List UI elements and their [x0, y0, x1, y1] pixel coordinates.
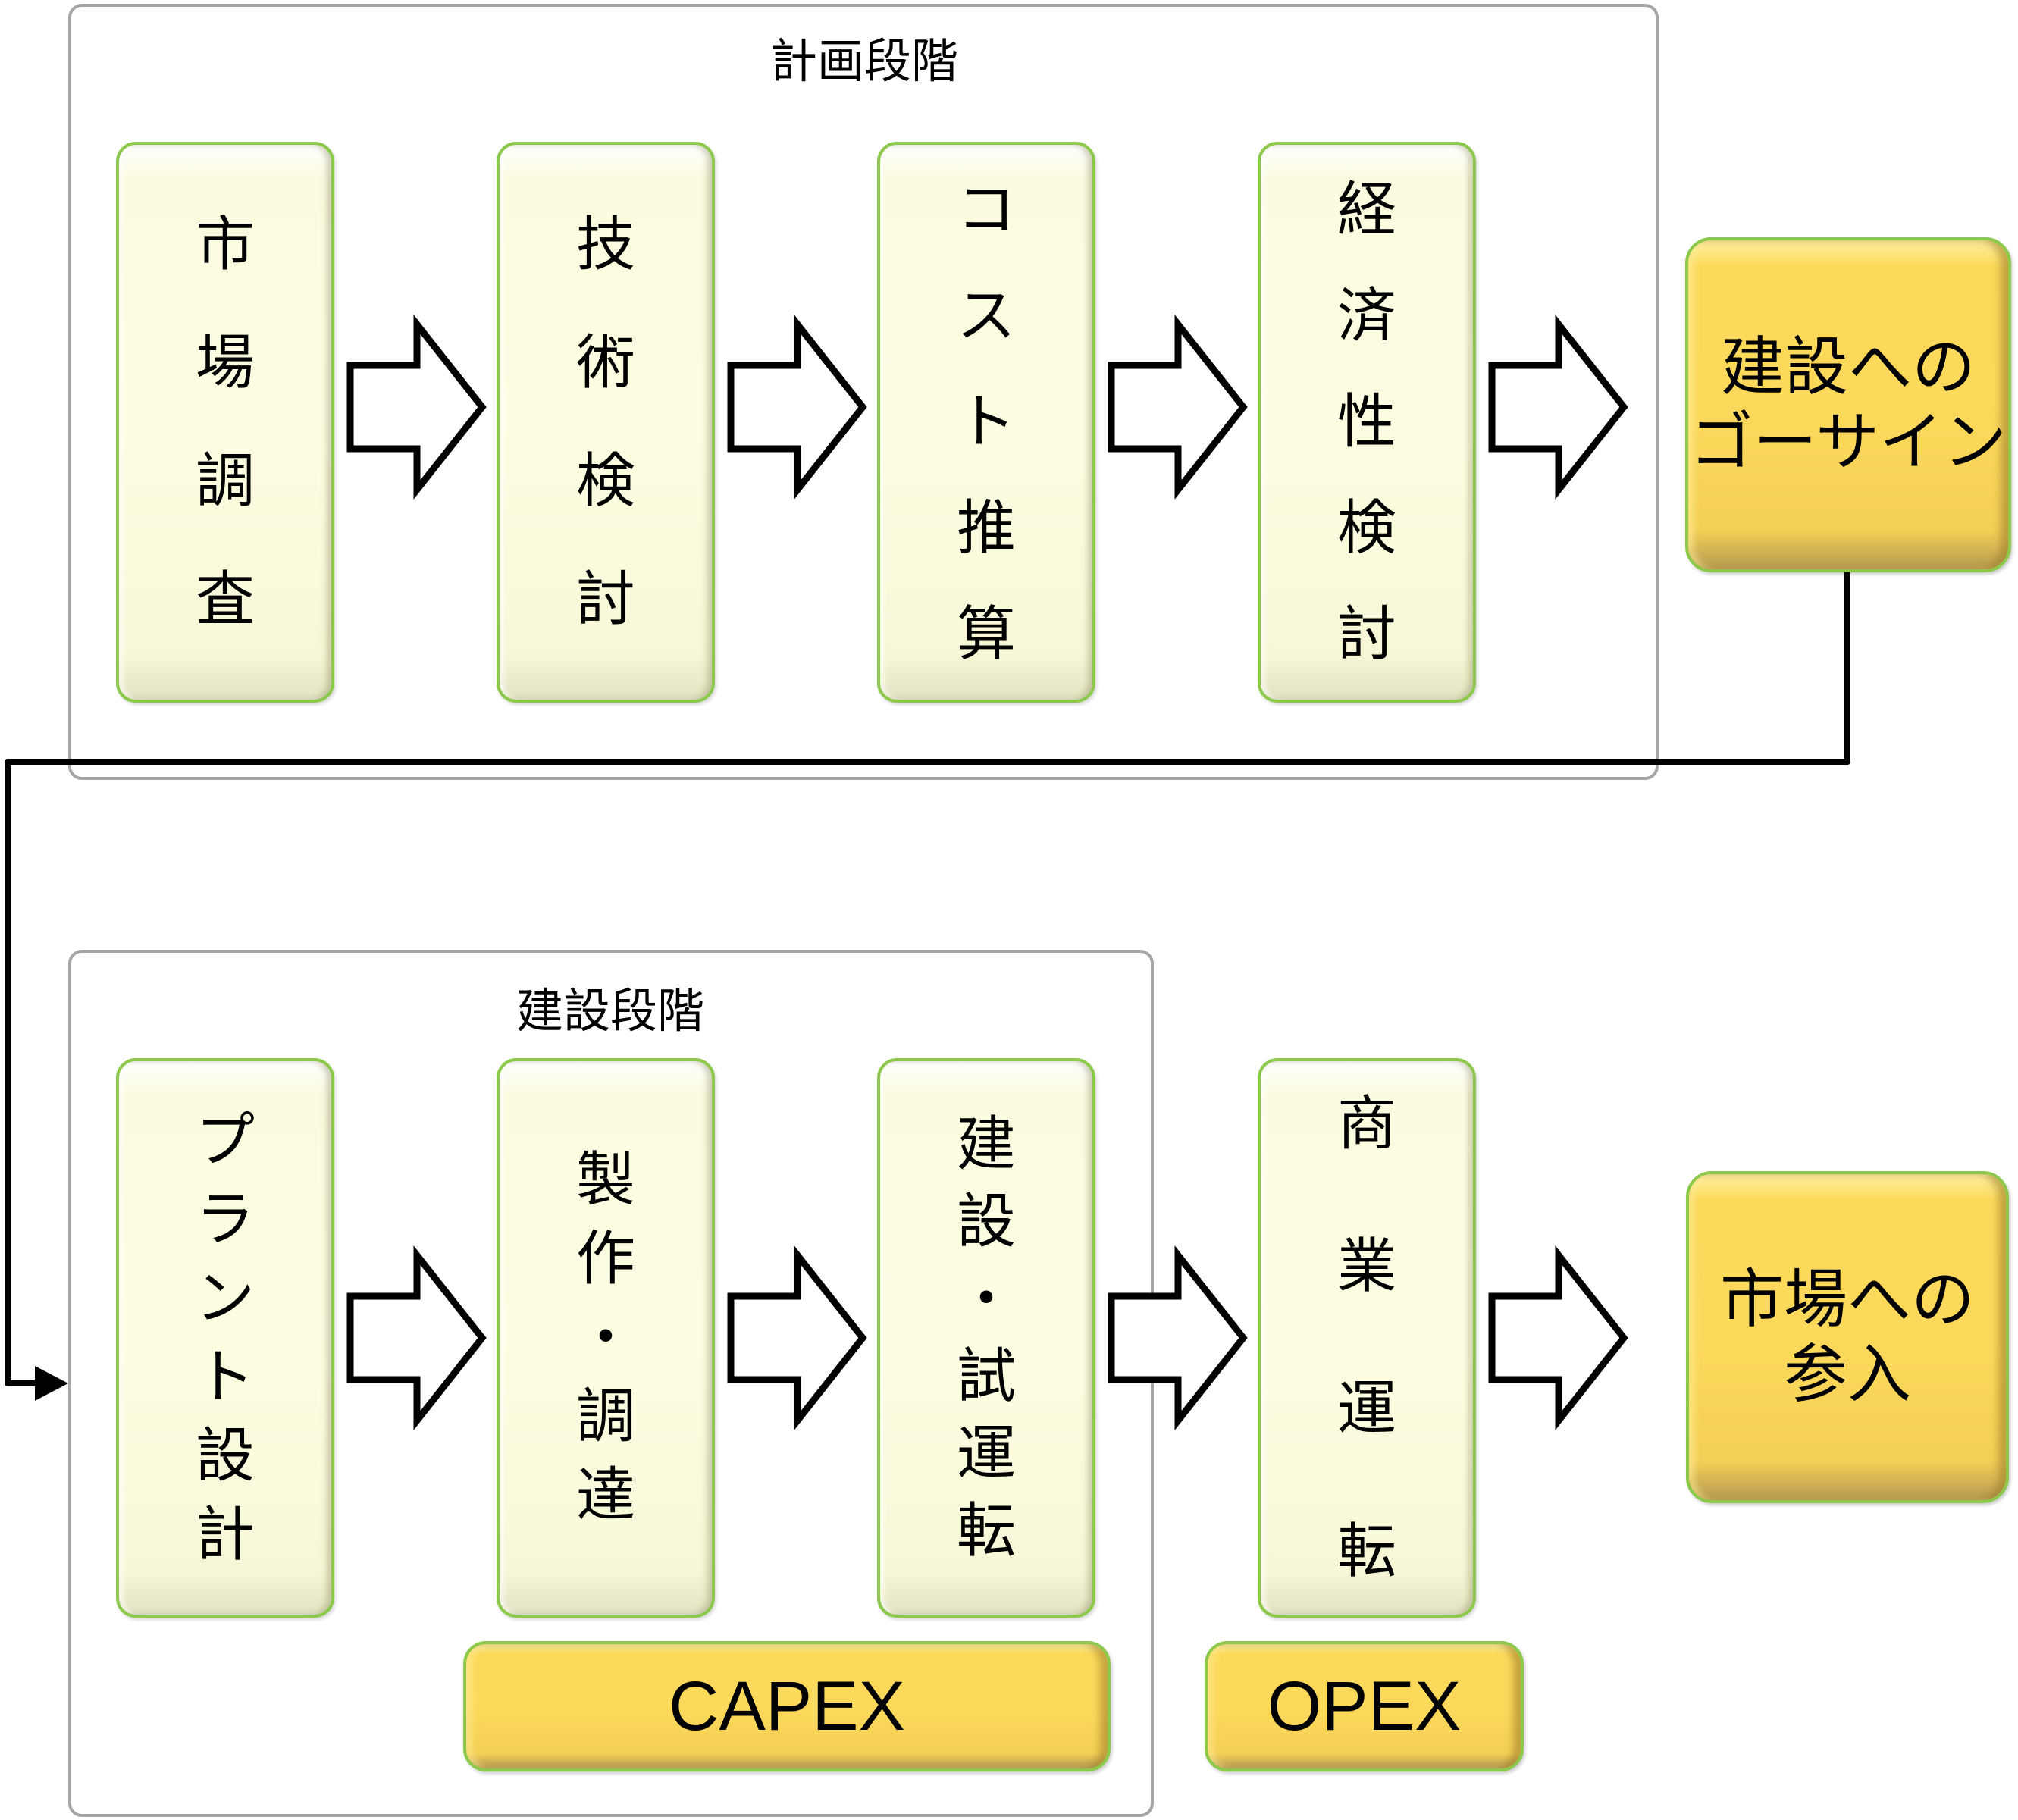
- step-text: 建設・試運転: [957, 1115, 1016, 1561]
- planning-stage-label: 計画段階: [769, 33, 959, 89]
- step-char: 討: [575, 565, 635, 634]
- step-char: ラ: [195, 1186, 255, 1254]
- construction-stage-label: 建設段階: [515, 983, 705, 1038]
- step-char: 計: [195, 1501, 255, 1569]
- label-line: 建設への: [1720, 329, 1976, 404]
- step-char: 作: [575, 1225, 635, 1293]
- step-text: 経済性検討: [1337, 180, 1396, 664]
- step-char: 調: [575, 1383, 635, 1451]
- block-arrow-right-icon: [1108, 1245, 1248, 1430]
- step-technical-review[interactable]: 技術検討: [497, 142, 715, 703]
- step-char: 調: [195, 447, 255, 515]
- step-plant-design[interactable]: プラント設計: [116, 1058, 334, 1618]
- step-text: コスト推算: [957, 180, 1016, 664]
- step-char: 算: [956, 600, 1016, 669]
- block-arrow-right-icon: [1108, 315, 1248, 500]
- step-char: 技: [575, 211, 635, 279]
- block-arrow-right-icon: [1488, 315, 1628, 500]
- capex-tag[interactable]: CAPEX: [463, 1641, 1111, 1771]
- step-char: ト: [195, 1343, 255, 1411]
- step-char: 設: [956, 1188, 1016, 1256]
- market-entry-text: 市場への参入: [1720, 1262, 1975, 1412]
- step-char: ・: [575, 1304, 635, 1372]
- step-char: 査: [195, 565, 255, 634]
- step-fabrication-procurement[interactable]: 製作・調達: [497, 1058, 715, 1618]
- capex-label: CAPEX: [669, 1667, 905, 1745]
- step-text: 商業運転: [1337, 1095, 1396, 1581]
- step-char: 検: [575, 447, 635, 515]
- step-text: プラント設計: [196, 1111, 255, 1565]
- step-char: 場: [195, 329, 255, 397]
- step-construction-commissioning[interactable]: 建設・試運転: [877, 1058, 1095, 1618]
- step-char: ト: [956, 388, 1016, 456]
- block-arrow-right-icon: [346, 315, 487, 500]
- block-arrow-right-icon: [727, 315, 867, 500]
- step-char: 転: [1336, 1518, 1396, 1586]
- step-char: 製: [575, 1146, 635, 1214]
- step-char: ン: [195, 1264, 255, 1333]
- construction-go-sign-box[interactable]: 建設へのゴーサイン: [1685, 237, 2011, 572]
- step-char: 運: [1336, 1375, 1396, 1443]
- step-text: 技術検討: [576, 215, 635, 629]
- step-char: ス: [956, 282, 1016, 350]
- connector-arrowhead-icon: [35, 1366, 68, 1401]
- step-char: 性: [1336, 388, 1396, 456]
- stage-connector-line: [5, 572, 1850, 1386]
- step-cost-estimate[interactable]: コスト推算: [877, 142, 1095, 703]
- step-char: 転: [956, 1497, 1016, 1565]
- step-char: 検: [1336, 494, 1396, 562]
- label-line: 市場への: [1719, 1261, 1975, 1336]
- opex-label: OPEX: [1267, 1667, 1462, 1745]
- step-market-research[interactable]: 市場調査: [116, 142, 334, 703]
- block-arrow-right-icon: [727, 1245, 867, 1430]
- step-char: 済: [1336, 282, 1396, 350]
- step-char: 設: [195, 1422, 255, 1490]
- step-char: プ: [195, 1107, 255, 1175]
- step-economic-review[interactable]: 経済性検討: [1258, 142, 1476, 703]
- block-arrow-right-icon: [1488, 1245, 1628, 1430]
- label-line: 参入: [1783, 1337, 1911, 1411]
- go-sign-text: 建設へのゴーサイン: [1690, 330, 2007, 480]
- block-arrow-right-icon: [346, 1245, 487, 1430]
- step-char: コ: [956, 176, 1016, 244]
- step-char: 建: [956, 1110, 1016, 1179]
- step-text: 製作・調達: [576, 1151, 635, 1525]
- label-line: ゴーサイン: [1689, 405, 2007, 479]
- opex-tag[interactable]: OPEX: [1205, 1641, 1524, 1771]
- step-char: 市: [195, 211, 255, 279]
- step-char: ・: [956, 1265, 1016, 1333]
- step-char: 運: [956, 1420, 1016, 1488]
- step-commercial-operation[interactable]: 商業運転: [1258, 1058, 1476, 1618]
- market-entry-box[interactable]: 市場への参入: [1686, 1171, 2009, 1503]
- step-char: 達: [575, 1461, 635, 1530]
- step-char: 推: [956, 494, 1016, 562]
- step-char: 商: [1336, 1090, 1396, 1158]
- step-char: 業: [1336, 1233, 1396, 1301]
- step-char: 討: [1336, 600, 1396, 669]
- step-text: 市場調査: [196, 215, 255, 629]
- step-char: 試: [956, 1342, 1016, 1411]
- step-char: 術: [575, 329, 635, 397]
- step-char: 経: [1336, 176, 1396, 244]
